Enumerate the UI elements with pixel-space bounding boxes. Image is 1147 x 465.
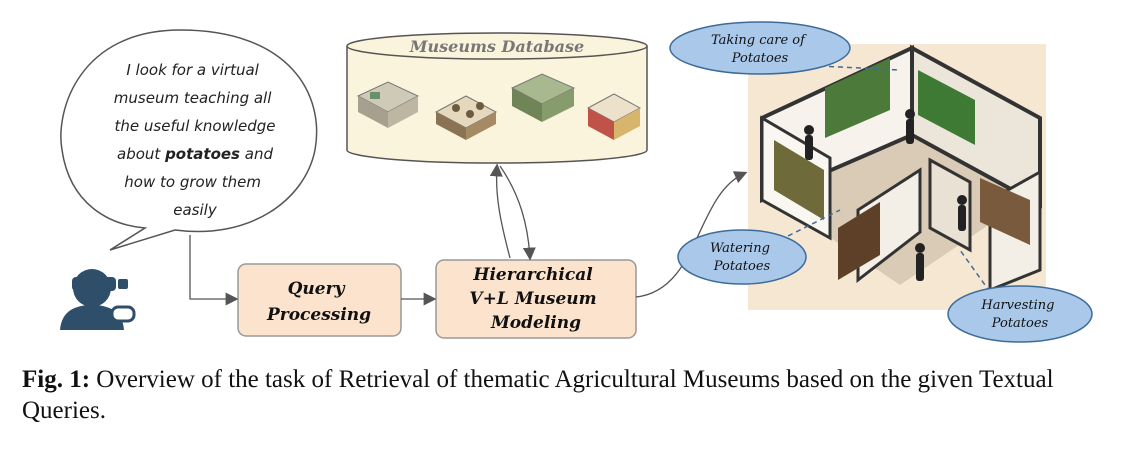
visitor-figures: [804, 109, 967, 281]
bubble-line-2: museum teaching all: [114, 89, 272, 107]
modeling-label-1: Hierarchical: [472, 265, 593, 285]
callout-watering: Watering Potatoes: [677, 209, 841, 285]
museum-modeling-box: Hierarchical V+L Museum Modeling: [435, 259, 637, 339]
museums-database: Museums Database: [346, 32, 648, 164]
caption-label: Fig. 1:: [22, 366, 91, 393]
svg-text:Harvesting Potatoes: Harvesting Potatoes: [980, 298, 1058, 331]
museum-thumbnail-2: [434, 95, 498, 140]
modeling-label-3: Modeling: [490, 313, 581, 333]
bubble-line-6: easily: [173, 201, 218, 219]
painting-potato-plants: [825, 58, 890, 138]
query-label-2: Processing: [266, 305, 371, 325]
caption-text: Overview of the task of Retrieval of the…: [22, 366, 1054, 424]
arrow-bubble-to-query: [189, 235, 239, 306]
painting-harvesting: [980, 178, 1030, 245]
painting-potato-care: [918, 70, 975, 145]
speech-bubble: I look for a virtual museum teaching all…: [60, 29, 318, 251]
painting-field-rows: [774, 140, 824, 220]
harvesting-line-2: Potatoes: [991, 316, 1049, 331]
painting-watering: [838, 202, 880, 280]
museum-thumbnail-1: [356, 81, 420, 128]
database-title: Museums Database: [409, 37, 584, 56]
svg-text:Taking care of Potatoes: Taking care of Potatoes: [711, 33, 809, 66]
svg-text:how to grow them easily: how to grow them easily: [124, 173, 265, 219]
museum-thumbnail-3: [510, 73, 576, 122]
query-processing-box: Query Processing: [237, 263, 402, 337]
modeling-label-2: V+L Museum: [469, 289, 596, 309]
arrow-modeling-to-database: [489, 163, 511, 259]
bubble-highlight: potatoes: [164, 145, 240, 163]
bubble-line-4-end: and: [240, 145, 273, 163]
watering-line-1: Watering: [710, 241, 770, 256]
bubble-line-4: about: [117, 145, 165, 163]
svg-text:Watering Potatoes: Watering Potatoes: [710, 241, 774, 274]
watering-line-2: Potatoes: [713, 259, 771, 274]
bubble-line-1: I look for a virtual: [126, 61, 259, 79]
query-label-1: Query: [288, 279, 346, 299]
svg-text:Query Processing: Query Processing: [266, 279, 371, 325]
svg-text:about potatoes and: about potatoes and: [117, 145, 273, 163]
callout-harvesting: Harvesting Potatoes: [947, 249, 1093, 343]
figure-caption: Fig. 1: Overview of the task of Retrieva…: [22, 364, 1127, 426]
bubble-line-5: how to grow them: [124, 173, 261, 191]
taking-care-line-1: Taking care of: [711, 33, 807, 48]
callout-taking-care: Taking care of Potatoes: [669, 21, 901, 75]
taking-care-line-2: Potatoes: [731, 51, 789, 66]
vr-user-icon: [60, 269, 136, 330]
harvesting-line-1: Harvesting: [980, 298, 1054, 313]
arrow-database-to-modeling: [499, 165, 536, 261]
bubble-line-3: the useful knowledge: [115, 117, 276, 135]
museum-thumbnail-4: [586, 93, 642, 140]
svg-text:I look for a virtual mus: I look for a virtual museum teaching all…: [114, 61, 276, 135]
svg-text:Hierarchical V+L Museum: Hierarchical V+L Museum Modeling: [469, 265, 602, 333]
